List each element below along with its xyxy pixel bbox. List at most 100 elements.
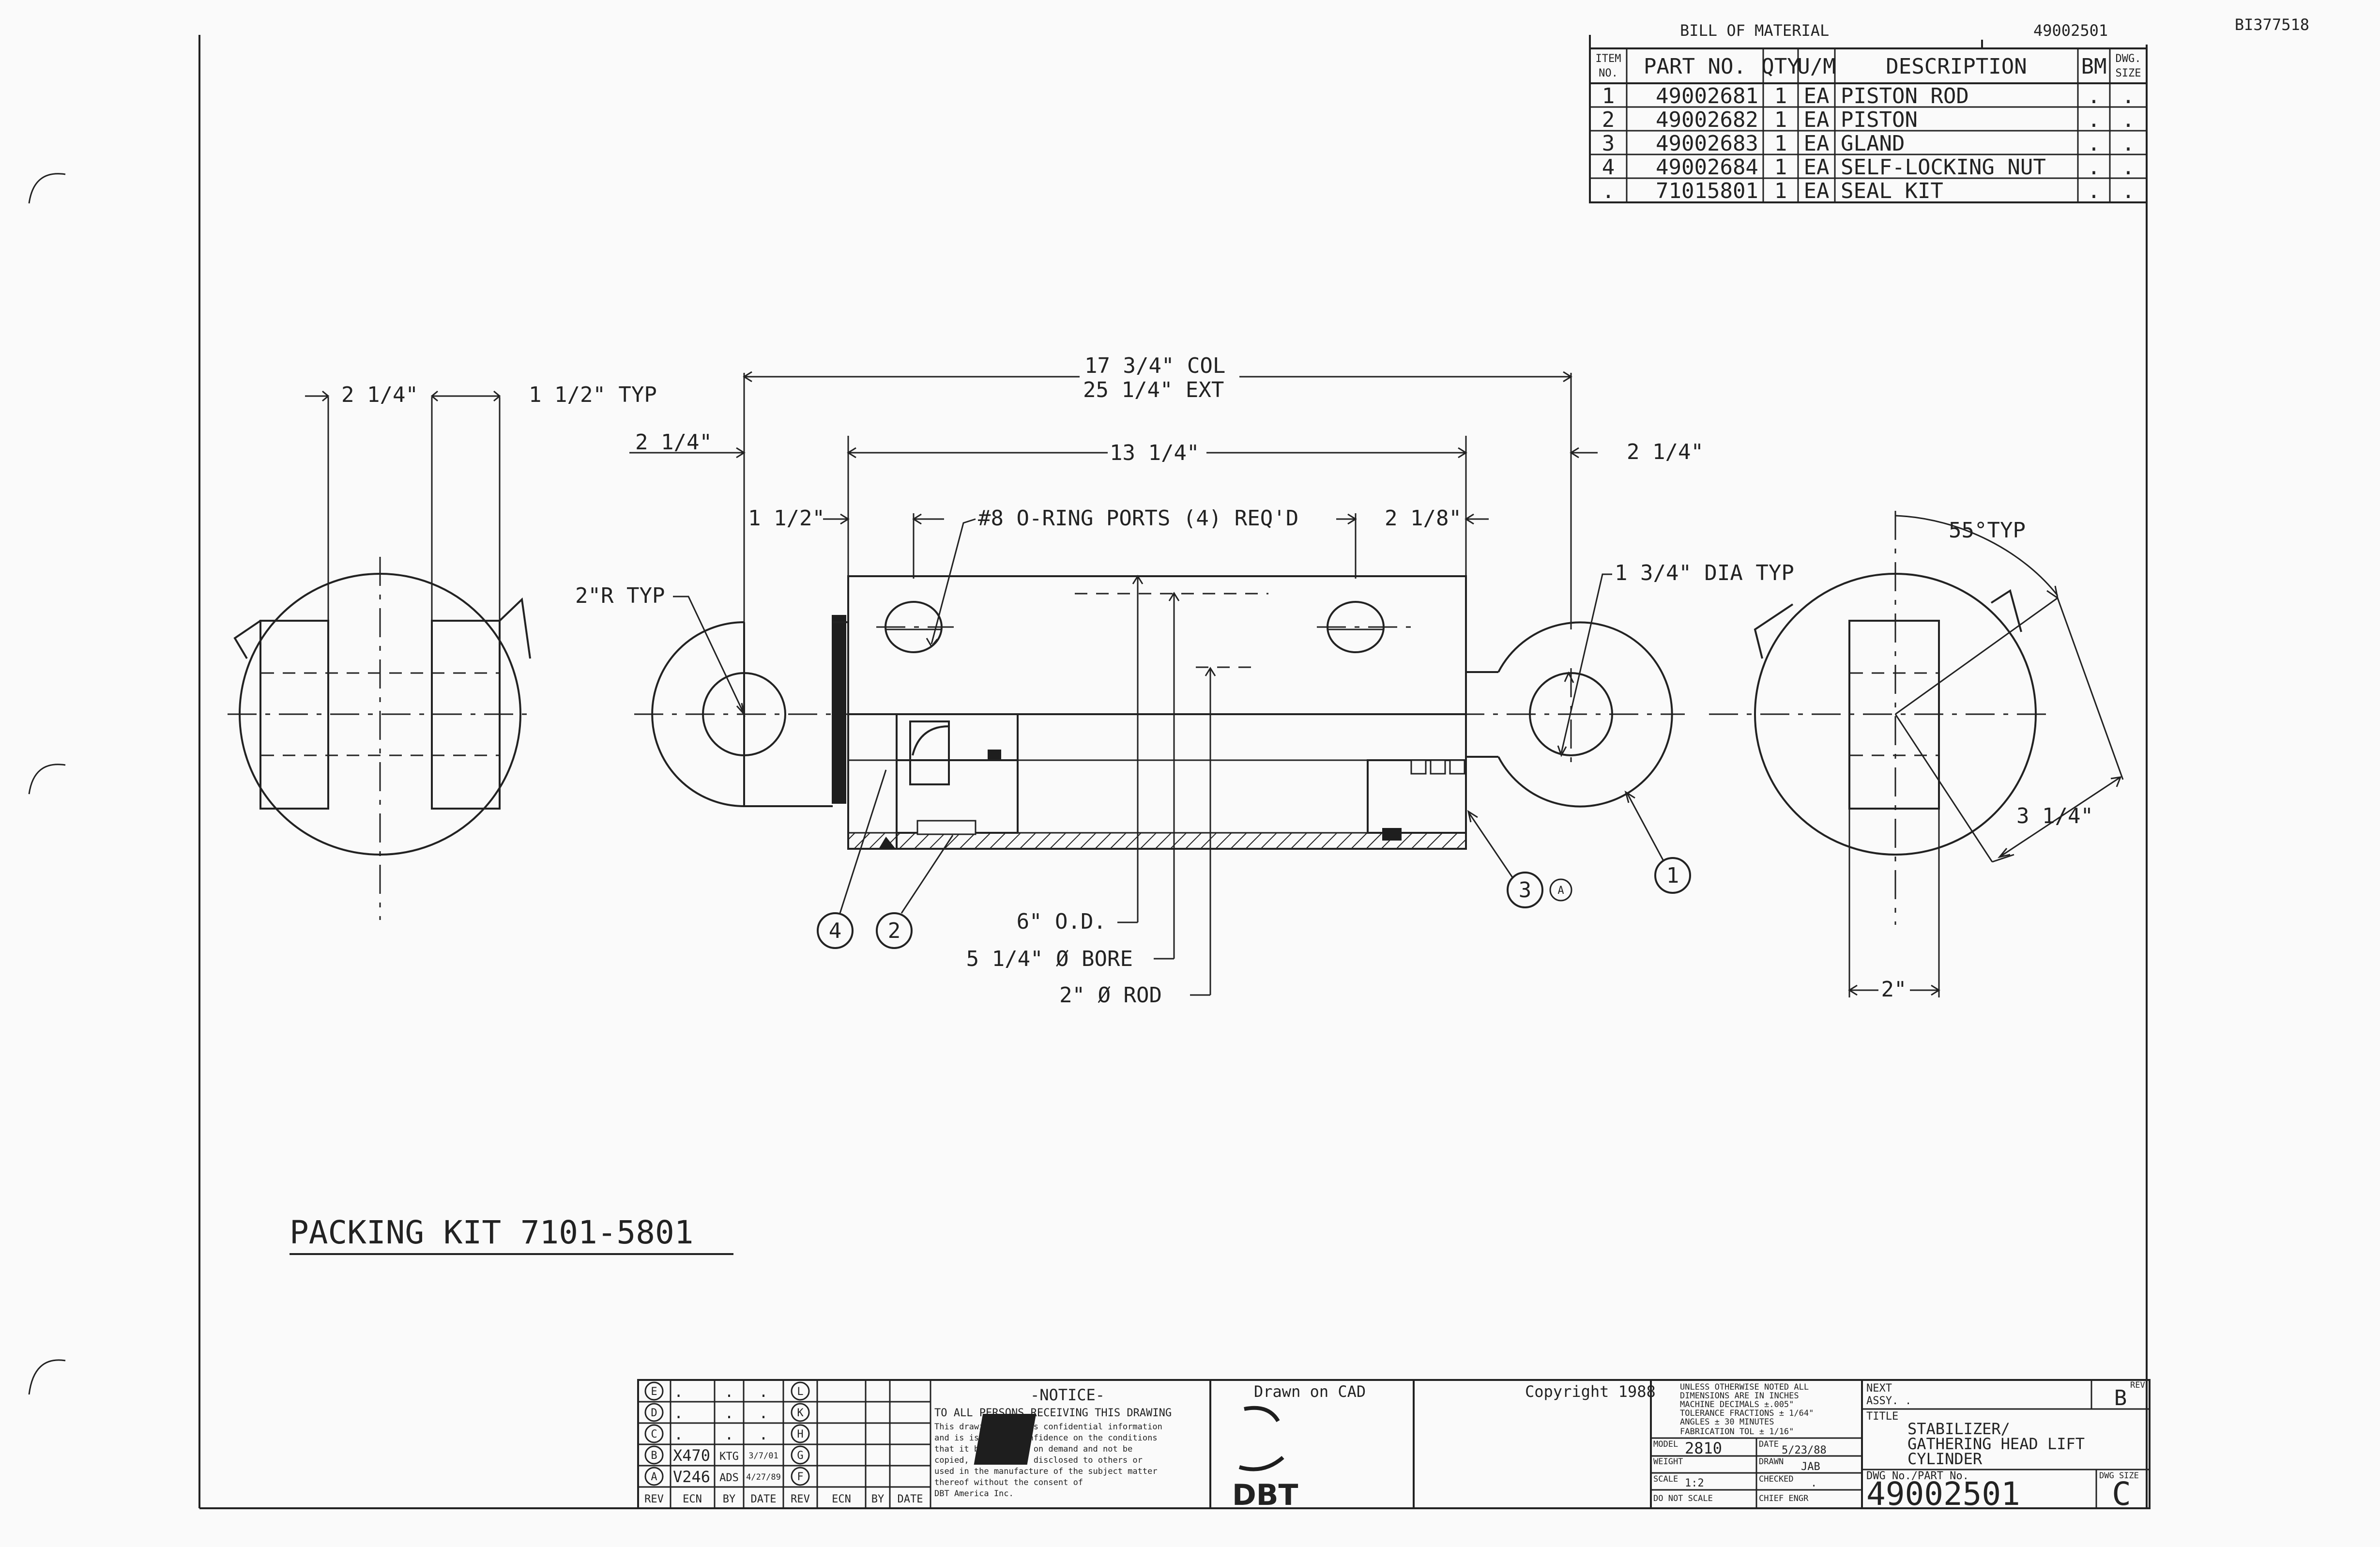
svg-text:49002682: 49002682 [1656, 107, 1758, 132]
rev-value: B [2114, 1386, 2127, 1410]
svg-text:.: . [759, 1382, 768, 1401]
bom-col-qty: QTY [1761, 54, 1800, 79]
dim-body-length: 13 1/4" [1110, 441, 1199, 465]
dim-width: 2" [1881, 977, 1907, 1002]
dim-bore: 5 1/4" Ø BORE [966, 947, 1133, 971]
svg-text:PISTON ROD: PISTON ROD [1841, 84, 1969, 108]
svg-text:.: . [2088, 84, 2101, 108]
svg-text:1: 1 [1774, 107, 1787, 132]
svg-text:L: L [797, 1386, 803, 1398]
svg-text:GLAND: GLAND [1841, 131, 1905, 156]
balloon-rev-flag: A [1557, 885, 1564, 897]
svg-text:4/27/89: 4/27/89 [746, 1472, 781, 1482]
svg-text:.: . [674, 1382, 683, 1401]
drawn-on-cad: Drawn on CAD [1254, 1382, 1366, 1401]
dim-extended-length: 25 1/4" EXT [1083, 378, 1224, 402]
rev-row: A V246 ADS 4/27/89 F [644, 1467, 810, 1486]
bom-header-number: 49002501 [2033, 21, 2108, 40]
dbt-logo-text: DBT [1232, 1478, 1298, 1512]
dim-right-height: 3 1/4" [2016, 804, 2093, 828]
svg-text:NO.: NO. [1599, 67, 1618, 79]
rev-row: D . . . K [644, 1403, 810, 1422]
svg-text:.: . [724, 1404, 733, 1422]
svg-text:.: . [674, 1404, 683, 1422]
svg-text:71015801: 71015801 [1656, 179, 1758, 203]
tolerance-note: TOLERANCE FRACTIONS ± 1/64" [1680, 1409, 1814, 1418]
logo-block: Drawn on CAD Copyright 1988 DBT [974, 1379, 1656, 1512]
packing-kit-label: PACKING KIT 7101-5801 [290, 1214, 693, 1251]
svg-text:BY: BY [723, 1493, 736, 1505]
svg-text:G: G [797, 1450, 803, 1462]
svg-text:EA: EA [1804, 84, 1830, 108]
notice-body-line: This drawing contains confidential infor… [934, 1422, 1162, 1432]
svg-text:EA: EA [1804, 155, 1830, 180]
scale-label: SCALE [1653, 1474, 1678, 1484]
dim-angle: 55°TYP [1949, 518, 2026, 543]
svg-text:.: . [2088, 155, 2101, 180]
cylinder-side-view: 17 3/4" COL 25 1/4" EXT 13 1/4" 2 1/4" 1… [575, 353, 1794, 1008]
tolerance-note: MACHINE DECIMALS ±.005" [1680, 1400, 1794, 1409]
drawn-label: DRAWN [1759, 1457, 1784, 1467]
svg-text:.: . [2122, 107, 2135, 132]
notice-line: TO ALL PERSONS RECEIVING THIS DRAWING [934, 1407, 1172, 1419]
dim-radius: 2"R TYP [575, 583, 665, 608]
right-end-view: 55°TYP 3 1/4" 2" [1709, 511, 2124, 1002]
svg-text:.: . [2122, 179, 2135, 203]
svg-text:C: C [651, 1428, 657, 1440]
svg-text:1: 1 [1774, 131, 1787, 156]
dwg-size-label: DWG SIZE [2099, 1471, 2139, 1481]
svg-text:K: K [797, 1407, 804, 1419]
svg-text:REV: REV [791, 1493, 810, 1505]
bill-of-material: BILL OF MATERIAL 49002501 ITEM NO. PART … [1589, 21, 2148, 203]
balloon-item-3: 3 [1519, 878, 1532, 903]
assy-value: . [1905, 1395, 1911, 1407]
rev-label: REV [2130, 1380, 2145, 1390]
svg-text:49002681: 49002681 [1656, 84, 1758, 108]
model-value: 2810 [1685, 1439, 1722, 1457]
dim-outside-diameter: 6" O.D. [1017, 909, 1106, 934]
next-label: NEXT [1866, 1382, 1892, 1394]
scale-value: 1:2 [1685, 1477, 1704, 1489]
svg-text:.: . [2122, 155, 2135, 180]
bom-row: 3 49002683 1 EA GLAND . . [1602, 131, 2135, 156]
left-end-view: 2 1/4" 1 1/2" TYP [228, 383, 657, 920]
svg-text:DATE: DATE [898, 1493, 923, 1505]
title-block: UNLESS OTHERWISE NOTED ALL DIMENSIONS AR… [1650, 1379, 2151, 1513]
date-label: DATE [1759, 1440, 1779, 1449]
bom-row: . 71015801 1 EA SEAL KIT . . [1602, 179, 2135, 203]
rev-row: B X470 KTG 3/7/01 G [644, 1445, 810, 1465]
model-label: MODEL [1653, 1440, 1678, 1449]
svg-text:DATE: DATE [751, 1493, 777, 1505]
dim-rod: 2" Ø ROD [1059, 983, 1162, 1008]
svg-text:.: . [2088, 131, 2101, 156]
date-value: 5/23/88 [1782, 1444, 1827, 1456]
svg-text:SIZE: SIZE [2116, 67, 2141, 79]
chief-engr-label: CHIEF ENGR [1759, 1494, 1809, 1503]
dim-typ-thickness: 1 1/2" TYP [529, 383, 657, 407]
svg-text:4: 4 [1602, 155, 1615, 180]
svg-text:1: 1 [1774, 84, 1787, 108]
bom-header-title: BILL OF MATERIAL [1680, 21, 1829, 40]
weight-label: WEIGHT [1653, 1457, 1683, 1467]
rev-row: E . . . L [644, 1381, 810, 1401]
svg-text:.: . [2122, 131, 2135, 156]
svg-text:.: . [724, 1425, 733, 1443]
bom-col-item: ITEM [1596, 53, 1621, 65]
rev-table-footer: REV ECN BY DATE REV ECN BY DATE [644, 1493, 923, 1505]
svg-text:PISTON: PISTON [1841, 107, 1918, 132]
tolerance-note: FABRICATION TOL ± 1/16" [1680, 1427, 1794, 1437]
svg-text:3: 3 [1602, 131, 1615, 156]
checked-label: CHECKED [1759, 1474, 1794, 1484]
dim-right-clevis: 2 1/4" [1627, 440, 1704, 464]
dim-left-clevis-width: 2 1/4" [341, 383, 418, 407]
drawn-value: JAB [1801, 1461, 1820, 1473]
dim-collapsed-length: 17 3/4" COL [1084, 353, 1225, 378]
tolerance-note: ANGLES ± 30 MINUTES [1680, 1417, 1774, 1427]
bom-col-bm: BM [2081, 54, 2107, 79]
svg-text:EA: EA [1804, 107, 1830, 132]
bom-col-size: DWG. [2116, 53, 2141, 65]
notice-body-line: copied, reproduced, disclosed to others … [934, 1455, 1143, 1465]
svg-text:E: E [651, 1386, 657, 1398]
bom-col-description: DESCRIPTION [1886, 54, 2027, 79]
svg-text:SELF-LOCKING NUT: SELF-LOCKING NUT [1841, 155, 2046, 180]
